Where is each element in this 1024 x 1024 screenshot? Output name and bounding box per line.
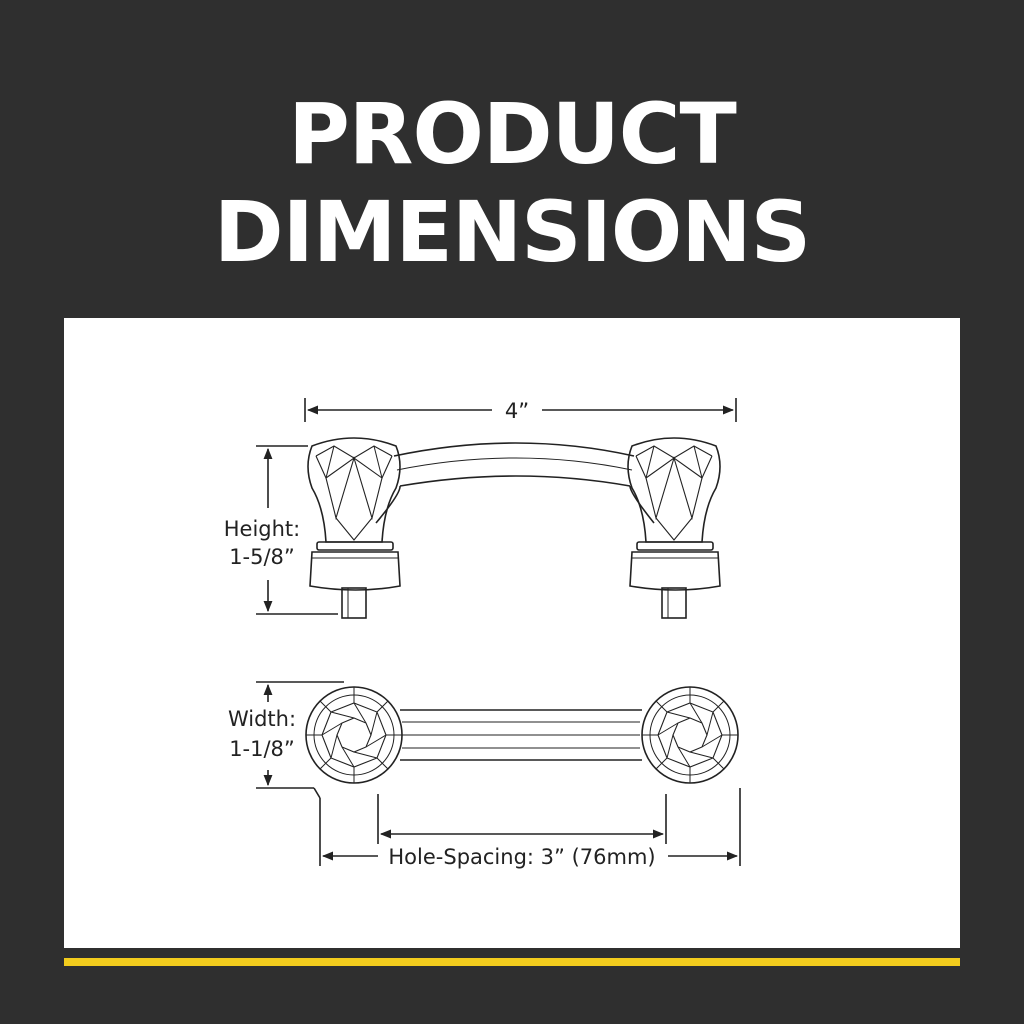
- dimension-drawing: 4” Height: 1-5/8” Width: 1-1/8” Hole-Spa…: [224, 398, 741, 869]
- length-label: 4”: [505, 399, 529, 423]
- left-crystal-knob-side: [307, 437, 401, 619]
- page-title-line-2: DIMENSIONS: [213, 183, 811, 281]
- width-value: 1-1/8”: [229, 737, 295, 761]
- accent-bar: [64, 958, 960, 966]
- overall-length-bottom-line: [319, 788, 741, 866]
- right-crystal-knob-side: [627, 437, 721, 619]
- page-title-line-1: PRODUCT: [288, 85, 737, 183]
- dimension-panel: 4” Height: 1-5/8” Width: 1-1/8” Hole-Spa…: [64, 318, 960, 948]
- right-crystal-knob-top: [641, 686, 739, 784]
- height-dimension-line: [256, 445, 338, 615]
- length-dimension-line: [304, 398, 737, 422]
- width-label: Width:: [228, 707, 296, 731]
- hole-spacing-label: Hole-Spacing: 3” (76mm): [388, 845, 655, 869]
- left-crystal-knob-top: [305, 686, 403, 784]
- hole-spacing-dimension-line: [377, 794, 667, 844]
- height-label: Height:: [224, 517, 301, 541]
- handle-side-view: [307, 437, 721, 619]
- handle-top-view: [305, 686, 739, 784]
- width-dimension-line: [256, 681, 344, 799]
- height-value: 1-5/8”: [229, 545, 295, 569]
